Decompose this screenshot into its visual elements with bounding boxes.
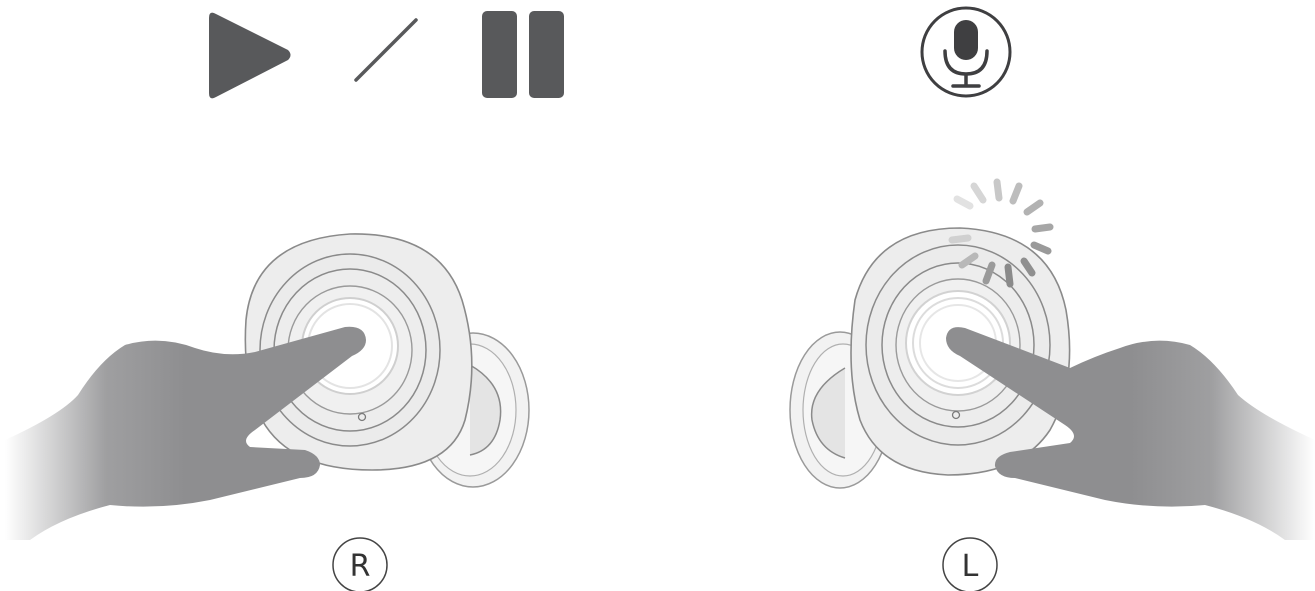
left-earbud-panel: L [790, 8, 1315, 591]
pause-icon [482, 11, 564, 98]
side-label-left: L [943, 538, 997, 591]
side-label-r-text: R [350, 549, 371, 584]
right-earbud-panel: R [5, 11, 564, 591]
play-icon [209, 13, 291, 99]
slash-separator [356, 20, 416, 80]
side-label-l-text: L [962, 549, 979, 584]
side-label-right: R [333, 538, 387, 591]
microphone-icon [922, 8, 1010, 96]
